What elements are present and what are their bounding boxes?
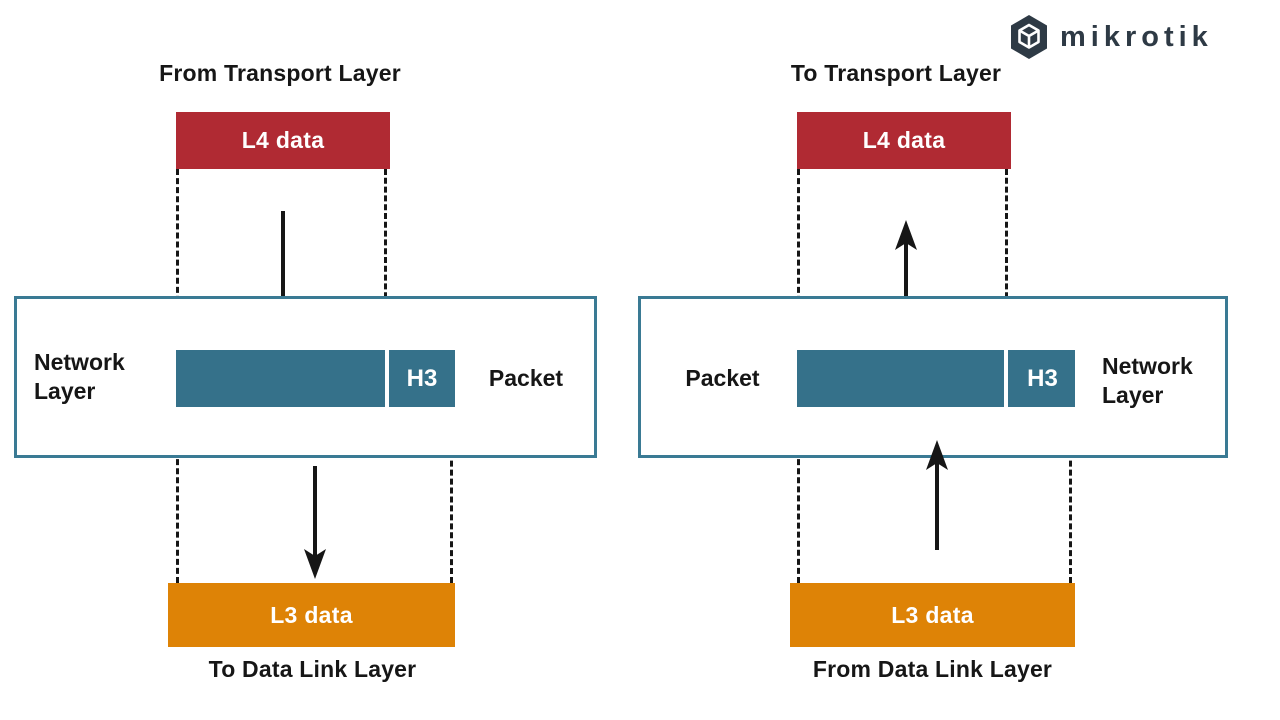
right-dashed-line-right-lower — [1069, 407, 1072, 583]
right-header-divider — [1004, 350, 1008, 407]
down-arrow-icon — [304, 466, 326, 579]
mikrotik-wordmark: mikrotik — [1060, 20, 1213, 53]
left-l3-data-box: L3 data — [168, 583, 455, 647]
left-l3-data-label: L3 data — [270, 601, 353, 628]
left-h3-segment: H3 — [406, 364, 438, 392]
right-l4-data-box: L4 data — [797, 112, 1011, 169]
left-dashed-line-right-upper — [384, 169, 387, 351]
left-dashed-line-right-lower — [450, 407, 453, 583]
up-arrow-icon — [926, 440, 948, 550]
left-top-label: From Transport Layer — [159, 60, 401, 86]
right-l4-data-label: L4 data — [862, 127, 946, 153]
right-packet-label: Packet — [685, 365, 760, 391]
mikrotik-cube-icon — [1011, 15, 1047, 59]
left-network-layer-label: Network Layer — [34, 349, 125, 404]
right-dashed-line-right-upper — [1005, 169, 1008, 351]
left-packet-label: Packet — [488, 365, 564, 391]
left-l4-data-label: L4 data — [241, 127, 325, 153]
left-header-divider — [385, 350, 389, 407]
right-bottom-label: From Data Link Layer — [812, 656, 1053, 682]
right-h3-segment: H3 — [1027, 364, 1058, 392]
right-network-layer-label: Network Layer — [1102, 353, 1193, 408]
right-l3-data-label: L3 data — [891, 601, 974, 628]
right-packet-bar: H3 — [797, 350, 1075, 407]
left-packet-bar: H3 — [176, 350, 455, 407]
right-l3-data-box: L3 data — [790, 583, 1075, 647]
left-l4-data-box: L4 data — [176, 112, 390, 169]
left-bottom-label: To Data Link Layer — [208, 656, 417, 682]
mikrotik-logo: mikrotik — [1008, 14, 1213, 60]
right-top-label: To Transport Layer — [790, 60, 1002, 86]
